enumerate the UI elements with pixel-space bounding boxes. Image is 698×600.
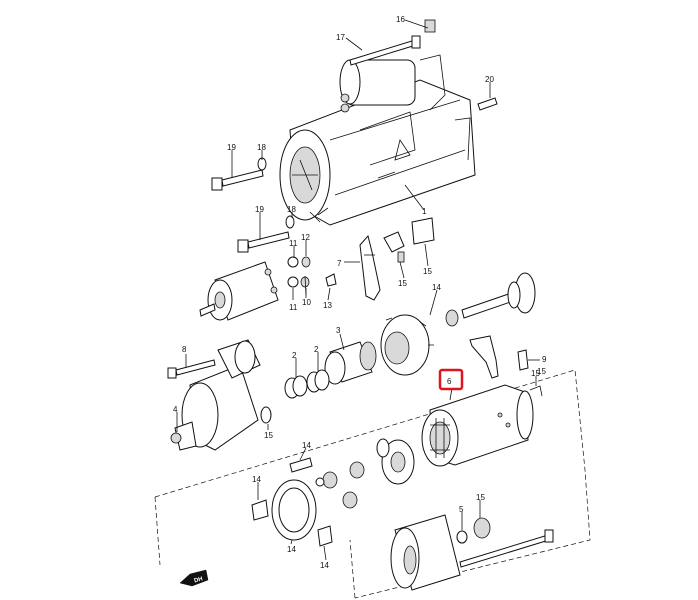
front-housing-4: [170, 339, 272, 451]
brush-part-15-a: [383, 231, 405, 263]
bush-15: [473, 517, 491, 539]
direction-marker: DH: [179, 569, 209, 587]
bearing-5: [456, 530, 468, 544]
callout-15: 15: [537, 367, 546, 376]
motor-yoke-6: [421, 384, 534, 467]
bracket-arm: [469, 335, 499, 379]
ring-gear-14: [271, 479, 317, 541]
callout-14: 14: [320, 561, 329, 570]
starter-assembly-complete: [279, 54, 476, 226]
callout-2: 2: [314, 345, 319, 354]
callout-1: 1: [422, 207, 427, 216]
callout-12: 12: [301, 233, 310, 242]
long-through-bolt: [459, 529, 554, 568]
callout-8: 8: [182, 345, 187, 354]
callout-14: 14: [302, 441, 311, 450]
callout-19: 19: [255, 205, 264, 214]
callout-15: 15: [398, 279, 407, 288]
front-arrow-icon: [179, 569, 209, 587]
direction-label: DH: [194, 576, 204, 584]
planet-gears-14: [315, 461, 365, 509]
callout-5: 5: [459, 505, 464, 514]
callout-14: 14: [287, 545, 296, 554]
callout-18: 18: [257, 143, 266, 152]
through-bolt-19-upper: [211, 169, 264, 191]
callout-10: 10: [302, 298, 311, 307]
clip-15-right: [529, 385, 543, 397]
terminal-9: [517, 349, 529, 371]
long-bolt-17: [349, 35, 421, 66]
shift-lever-7: [359, 234, 381, 301]
callout-4: 4: [173, 405, 178, 414]
rear-end-cover: [390, 514, 461, 591]
leader-lines: [176, 19, 540, 561]
callout-numbers: 16 17 20 19 18 19 18 1 11 12 11 10 7 13 …: [173, 15, 547, 570]
callout-13: 13: [323, 301, 332, 310]
callout-15: 15: [476, 493, 485, 502]
callout-17: 17: [336, 33, 345, 42]
callout-3: 3: [336, 326, 341, 335]
callout-6: 6: [447, 377, 452, 386]
nut-16: [424, 19, 436, 33]
gear-carrier-plate: [376, 438, 415, 485]
callout-18: 18: [287, 205, 296, 214]
clip-13: [325, 273, 337, 287]
stud-20: [477, 97, 498, 111]
stop-collars-2: [284, 369, 330, 399]
solenoid-switch: [199, 261, 279, 321]
washer-18-lower: [285, 215, 295, 229]
callout-11: 11: [289, 239, 298, 248]
callout-15: 15: [531, 369, 540, 378]
small-hardware: [287, 256, 311, 296]
bracket-15-b: [411, 217, 435, 245]
internal-gear-14: [380, 314, 434, 376]
armature-shaft: [445, 272, 536, 327]
callout-15: 15: [423, 267, 432, 276]
callout-2: 2: [292, 351, 297, 360]
callout-19: 19: [227, 143, 236, 152]
highlighted-callout-6[interactable]: 6: [438, 368, 464, 391]
callout-9: 9: [542, 355, 547, 364]
clips-14: [251, 457, 333, 547]
callout-20: 20: [485, 75, 494, 84]
callout-14: 14: [432, 283, 441, 292]
callout-11: 11: [289, 303, 298, 312]
through-bolt-19-lower: [237, 231, 290, 253]
overrunning-clutch-3: [324, 341, 377, 385]
callout-15: 15: [264, 431, 273, 440]
callout-16: 16: [396, 15, 405, 24]
callout-14: 14: [252, 475, 261, 484]
callout-7: 7: [337, 259, 342, 268]
bolt-8: [167, 359, 216, 379]
